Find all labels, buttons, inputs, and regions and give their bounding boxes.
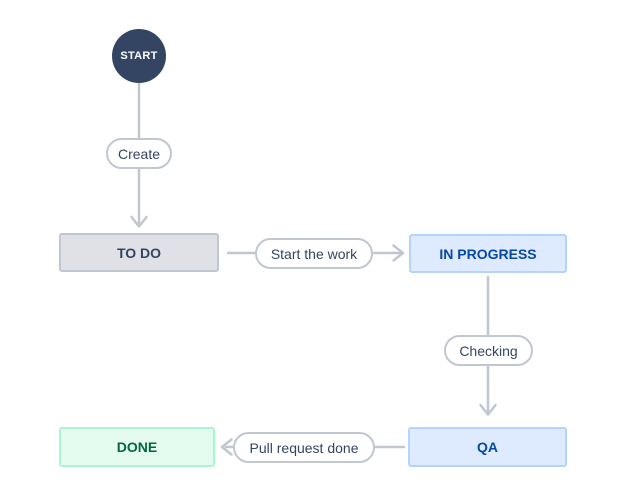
transition-create-label: Create (117, 145, 161, 162)
arrowhead-right-icon (392, 244, 405, 262)
transition-start-the-work[interactable]: Start the work (255, 238, 373, 269)
transition-pull-request-done-label: Pull request done (249, 439, 359, 456)
arrowhead-left-icon (220, 438, 233, 456)
start-node-label: START (120, 50, 158, 62)
arrowhead-down-icon (479, 403, 497, 416)
status-done[interactable]: DONE (59, 427, 215, 467)
status-todo-label: TO DO (116, 244, 162, 261)
status-qa[interactable]: QA (408, 427, 567, 467)
status-done-label: DONE (116, 439, 158, 455)
transition-start-the-work-label: Start the work (270, 245, 358, 262)
status-in-progress-label: IN PROGRESS (439, 245, 537, 262)
arrowhead-down-icon (130, 215, 148, 228)
status-qa-label: QA (477, 439, 498, 455)
start-node[interactable]: START (112, 29, 166, 83)
transition-pull-request-done[interactable]: Pull request done (233, 432, 375, 463)
transition-checking[interactable]: Checking (444, 335, 533, 366)
status-todo[interactable]: TO DO (59, 233, 219, 272)
transition-create[interactable]: Create (106, 138, 172, 169)
status-in-progress[interactable]: IN PROGRESS (409, 234, 567, 273)
transition-checking-label: Checking (459, 342, 518, 359)
